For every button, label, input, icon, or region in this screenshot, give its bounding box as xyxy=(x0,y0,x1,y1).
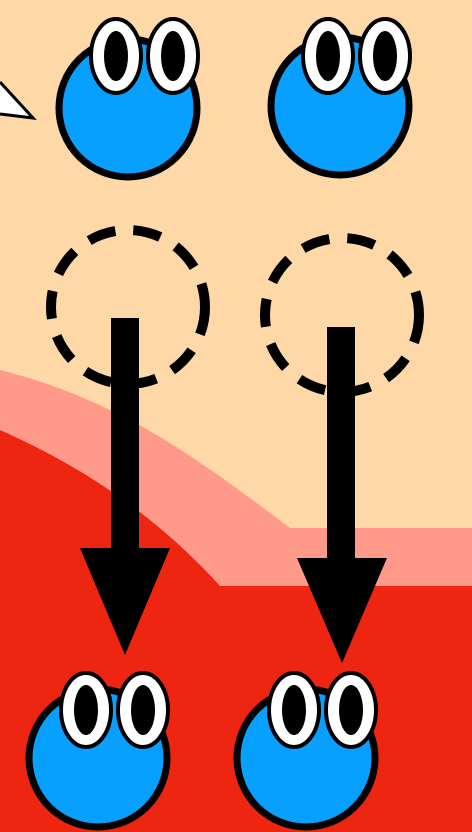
pupil-left xyxy=(104,31,128,81)
pupil-left xyxy=(74,685,98,735)
pupil-left xyxy=(282,685,306,735)
pupil-right xyxy=(131,685,155,735)
arrow-left-shaft xyxy=(111,318,139,554)
pupil-left xyxy=(316,31,340,81)
pupil-right xyxy=(161,31,185,81)
pupil-right xyxy=(373,31,397,81)
pupil-right xyxy=(339,685,363,735)
arrow-right-shaft xyxy=(327,327,355,563)
